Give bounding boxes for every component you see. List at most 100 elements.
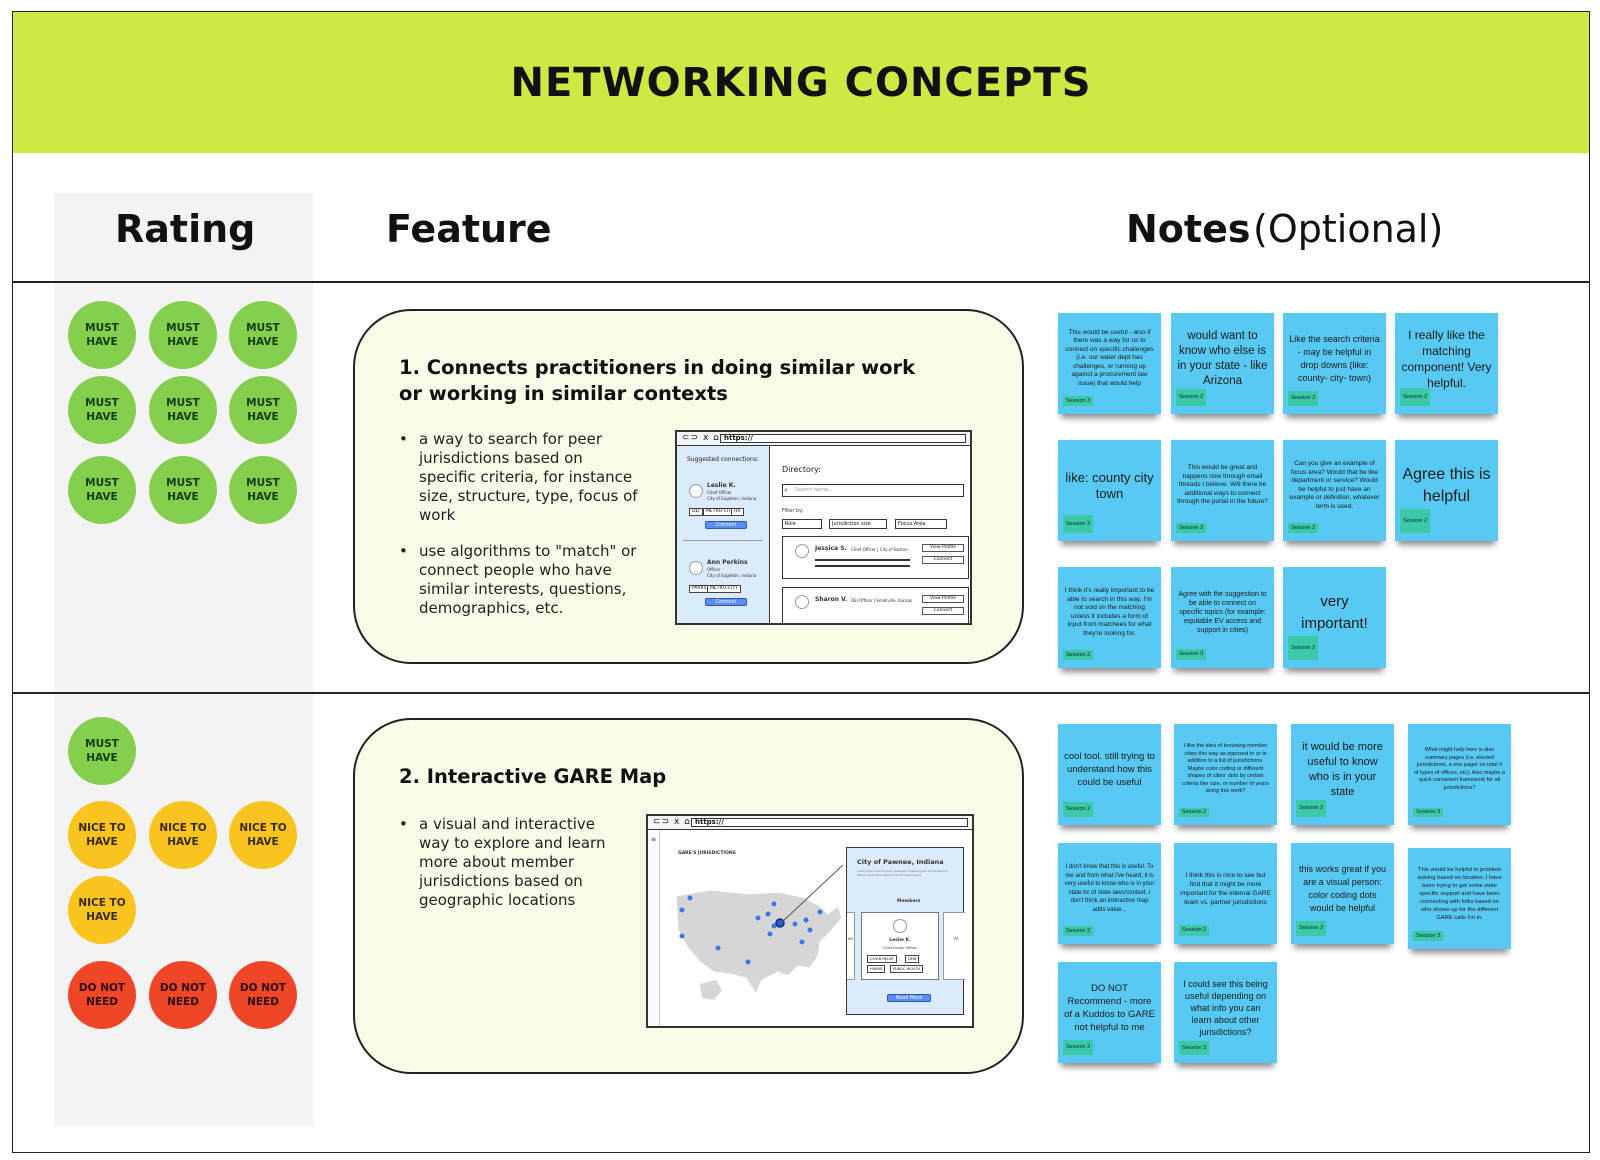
- members-label: Members: [897, 899, 921, 904]
- rating-dot-must-have[interactable]: MUST HAVE: [229, 376, 297, 444]
- connect-button[interactable]: Connect: [705, 598, 747, 606]
- session-tag: Session 2: [1179, 925, 1210, 936]
- directory-label: Directory:: [782, 465, 821, 474]
- connect-button[interactable]: Connect: [705, 521, 747, 529]
- avatar: [893, 919, 907, 933]
- avatar: [689, 561, 703, 575]
- sticky-note[interactable]: What might help here is also summary pag…: [1408, 724, 1511, 825]
- feature-bullets: a visual and interactive way to explore …: [399, 815, 629, 927]
- rating-dot-must-have[interactable]: MUST HAVE: [149, 301, 217, 369]
- view-profile-button[interactable]: View Profile: [922, 595, 964, 603]
- result-name: Sharon V.: [815, 596, 848, 603]
- sticky-note[interactable]: I could see this being useful depending …: [1174, 962, 1277, 1063]
- rating-dot-do-not-need[interactable]: DO NOT NEED: [229, 961, 297, 1029]
- session-tag: Session 2: [1296, 921, 1327, 936]
- rating-dot-must-have[interactable]: MUST HAVE: [229, 301, 297, 369]
- tag: HIRING: [867, 965, 886, 973]
- rating-dot-do-not-need[interactable]: DO NOT NEED: [68, 961, 136, 1029]
- person-name: Leslie K.: [707, 482, 736, 489]
- filter-role-select[interactable]: Role: [782, 519, 822, 529]
- rating-dot-must-have[interactable]: MUST HAVE: [68, 376, 136, 444]
- sticky-note[interactable]: This would be helpful in problem solving…: [1408, 848, 1511, 949]
- header-divider: [13, 281, 1589, 283]
- session-tag: Session 2: [1400, 509, 1431, 533]
- tag: DEI: [689, 508, 703, 516]
- sticky-note[interactable]: DO NOT Recommend - more of a Kuddos to G…: [1058, 962, 1161, 1063]
- session-tag: Session 2: [1063, 925, 1094, 936]
- rating-dot-do-not-need[interactable]: DO NOT NEED: [149, 961, 217, 1029]
- jurisdiction-panel: City of Pawnee, Indiana Lorem ipsum dolo…: [846, 847, 965, 1015]
- sticky-note[interactable]: I really like the matching component! Ve…: [1395, 313, 1498, 414]
- avatar: [795, 595, 809, 609]
- sticky-note[interactable]: cool tool. still trying to understand ho…: [1058, 724, 1161, 825]
- sticky-note[interactable]: this works great if you are a visual per…: [1291, 843, 1394, 944]
- person-role: Officer: [707, 567, 721, 572]
- connect-button[interactable]: Connect: [922, 556, 964, 564]
- menu-icon[interactable]: ≡: [651, 836, 657, 843]
- connect-button[interactable]: Connect: [922, 607, 964, 615]
- feature-bullet: a visual and interactive way to explore …: [399, 815, 629, 910]
- url-field: https://: [720, 434, 966, 443]
- sticky-note[interactable]: I think it's really important to be able…: [1058, 567, 1161, 668]
- session-tag: Session 2: [1176, 389, 1207, 406]
- result-card[interactable]: Jessica S. Chief Officer | City of Bosto…: [782, 536, 969, 579]
- result-detail: Chief Officer | City of Boston: [851, 547, 908, 552]
- side-rail: ≡: [648, 830, 660, 1026]
- rating-dot-must-have[interactable]: MUST HAVE: [149, 456, 217, 524]
- rating-dot-must-have[interactable]: MUST HAVE: [68, 301, 136, 369]
- sticky-note[interactable]: Agree with the suggestion to be able to …: [1171, 567, 1274, 668]
- sticky-note[interactable]: Like the search criteria - may be helpfu…: [1283, 313, 1386, 414]
- sticky-note[interactable]: I like the idea of browsing member citie…: [1174, 724, 1277, 825]
- session-tag: Session 3: [1413, 931, 1444, 941]
- person-name: Ann Perkins: [707, 559, 748, 566]
- sticky-note[interactable]: I think this is nice to see but find tha…: [1174, 843, 1277, 944]
- person-role: Chief Officer: [707, 490, 732, 495]
- avatar: [795, 544, 809, 558]
- read-more-button[interactable]: Read More: [887, 994, 931, 1002]
- rating-dot-nice-to-have[interactable]: NICE TO HAVE: [68, 876, 136, 944]
- tag: METRO-CITY: [707, 585, 741, 593]
- rating-dot-nice-to-have[interactable]: NICE TO HAVE: [149, 801, 217, 869]
- member-card-left[interactable]: on: [847, 912, 855, 980]
- filter-focus-select[interactable]: Focus Area: [895, 519, 947, 529]
- directory-search-input[interactable]: Search name...: [782, 484, 964, 497]
- filter-size-select[interactable]: Jurisdiction size: [829, 519, 887, 529]
- sticky-note[interactable]: would want to know who else is in your s…: [1171, 313, 1274, 414]
- rating-dot-must-have[interactable]: MUST HAVE: [229, 456, 297, 524]
- rating-dot-must-have[interactable]: MUST HAVE: [149, 376, 217, 444]
- filter-label: Filter by:: [782, 508, 804, 514]
- feature-bullet: use algorithms to "match" or connect peo…: [399, 542, 639, 618]
- city-title: City of Pawnee, Indiana: [857, 858, 944, 866]
- member-card[interactable]: Leslie K. Chief Equity Officer COVID REL…: [861, 912, 939, 980]
- sticky-note[interactable]: This would be useful - also if there was…: [1058, 313, 1161, 414]
- member-card-right[interactable]: Ar: [943, 912, 965, 980]
- view-profile-button[interactable]: View Profile: [922, 544, 964, 552]
- rating-dot-must-have[interactable]: MUST HAVE: [68, 456, 136, 524]
- rating-dot-must-have[interactable]: MUST HAVE: [68, 717, 136, 785]
- feature-header: Feature: [386, 207, 552, 251]
- sticky-note[interactable]: very important!Session 2: [1283, 567, 1386, 668]
- result-card[interactable]: Sharon V. DEI Officer | Smallville, Kans…: [782, 587, 969, 623]
- directory-mockup: ⊂⊃ x ⌂ https:// Suggested connections: L…: [675, 430, 972, 625]
- session-tag: Session 3: [1179, 1041, 1210, 1055]
- us-map[interactable]: [670, 876, 850, 1006]
- session-tag: Session 3: [1063, 515, 1094, 533]
- avatar: [689, 484, 703, 498]
- rating-dot-nice-to-have[interactable]: NICE TO HAVE: [68, 801, 136, 869]
- browser-nav-icons: ⊂⊃ x ⌂: [682, 433, 720, 443]
- sticky-note[interactable]: Can you give an example of focus area? W…: [1283, 440, 1386, 541]
- sticky-note[interactable]: it would be more useful to know who is i…: [1291, 724, 1394, 825]
- result-detail: DEI Officer | Smallville, Kansas: [851, 598, 913, 603]
- feature-title: 2. Interactive GARE Map: [399, 765, 667, 788]
- session-tag: Session 2: [1179, 807, 1210, 817]
- session-tag: Session 2: [1288, 636, 1319, 660]
- sticky-note[interactable]: This would be great and happens now thro…: [1171, 440, 1274, 541]
- sticky-note[interactable]: I don't know that this is useful. To me …: [1058, 843, 1161, 944]
- browser-nav-icons: ⊂⊃ x ⌂: [653, 817, 691, 827]
- page-title: NETWORKING CONCEPTS: [510, 59, 1092, 106]
- member-role: Chief Equity Officer: [883, 946, 917, 950]
- rating-dot-nice-to-have[interactable]: NICE TO HAVE: [229, 801, 297, 869]
- session-tag: Session 3: [1413, 807, 1444, 817]
